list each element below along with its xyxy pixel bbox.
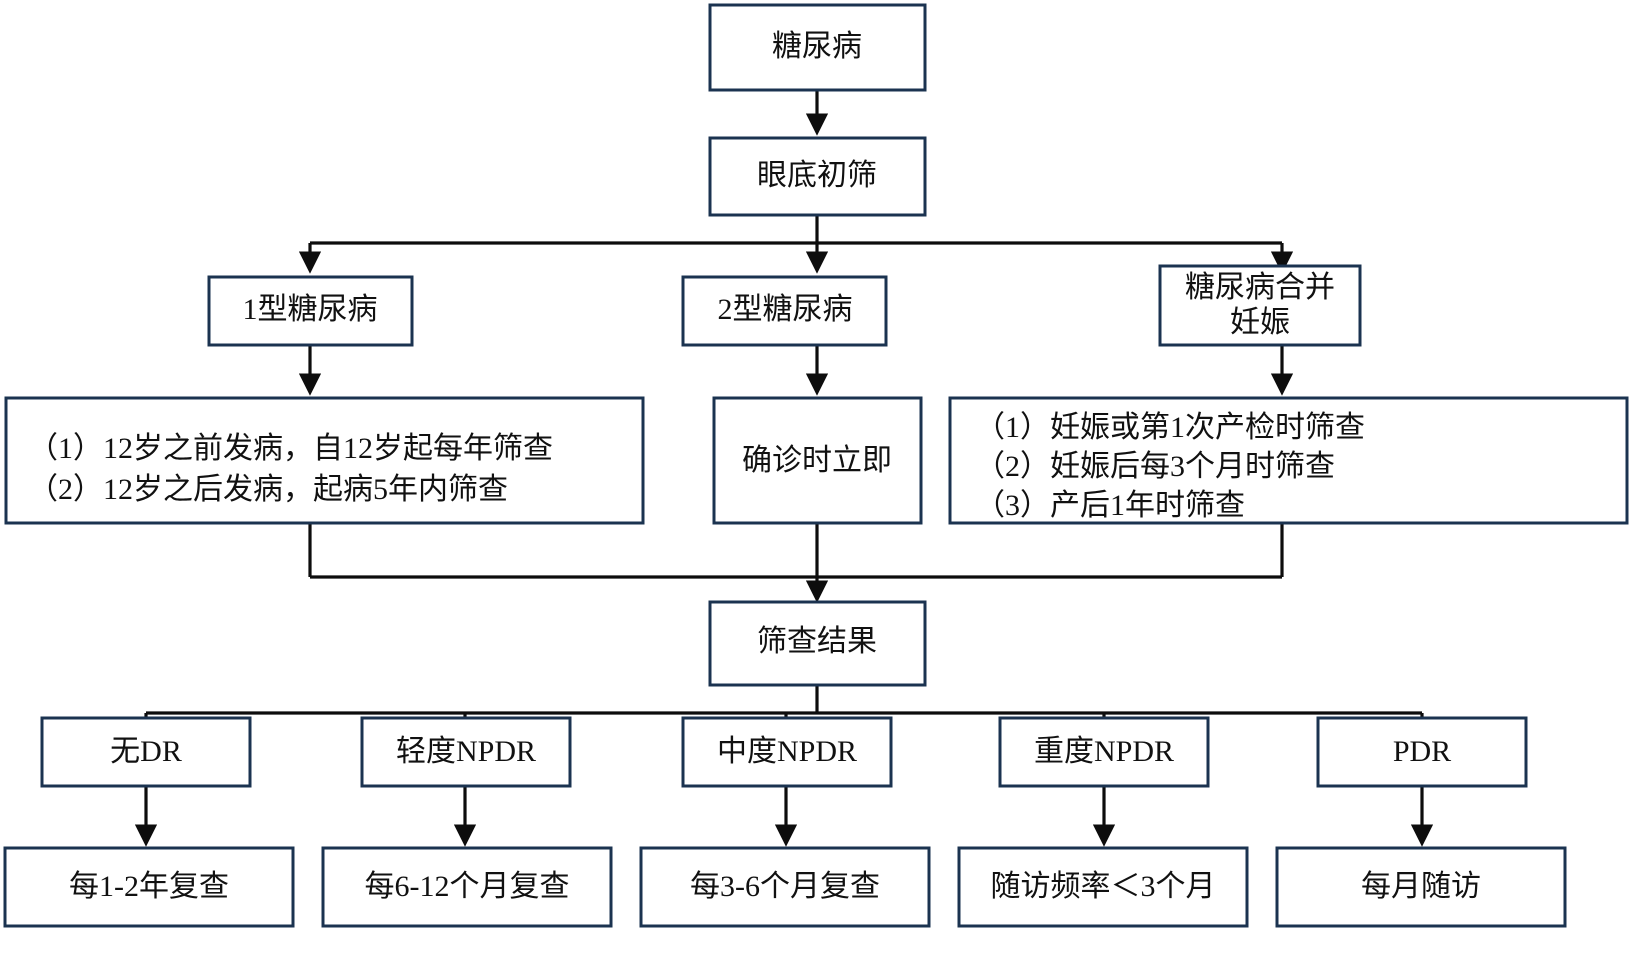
node-followup-0-label: 每1-2年复查 bbox=[69, 870, 229, 903]
node-outcome-0-label: 无DR bbox=[110, 735, 182, 768]
node-screening-label: 眼底初筛 bbox=[757, 159, 877, 192]
node-result[interactable]: 筛查结果 bbox=[708, 600, 927, 687]
connector-layer bbox=[134, 90, 1434, 847]
node-followup-3[interactable]: 随访频率＜3个月 bbox=[957, 846, 1249, 928]
node-gestational[interactable]: 糖尿病合并 妊娠 bbox=[1158, 264, 1362, 347]
node-followup-1[interactable]: 每6-12个月复查 bbox=[321, 846, 613, 928]
node-type1-detail-line2: （2）12岁之后发病，起病5年内筛查 bbox=[28, 473, 508, 506]
node-type2-detail-label: 确诊时立即 bbox=[742, 444, 892, 477]
node-gestational-detail-line3: （3）产后1年时筛查 bbox=[975, 489, 1245, 522]
node-gestational-detail-line2: （2）妊娠后每3个月时筛查 bbox=[975, 450, 1335, 483]
node-gestational-detail[interactable]: （1）妊娠或第1次产检时筛查 （2）妊娠后每3个月时筛查 （3）产后1年时筛查 bbox=[948, 396, 1629, 525]
node-outcome-2-label: 中度NPDR bbox=[717, 735, 857, 768]
node-followup-0[interactable]: 每1-2年复查 bbox=[3, 846, 295, 928]
node-outcome-0[interactable]: 无DR bbox=[40, 716, 252, 788]
node-outcome-3-label: 重度NPDR bbox=[1034, 735, 1174, 768]
node-screening[interactable]: 眼底初筛 bbox=[708, 136, 927, 217]
node-outcome-3[interactable]: 重度NPDR bbox=[998, 716, 1210, 788]
node-type1-detail[interactable]: （1）12岁之前发病，自12岁起每年筛查 （2）12岁之后发病，起病5年内筛查 bbox=[4, 396, 645, 525]
node-root[interactable]: 糖尿病 bbox=[708, 3, 927, 92]
node-outcome-1-label: 轻度NPDR bbox=[396, 735, 536, 768]
node-type2-label: 2型糖尿病 bbox=[718, 293, 853, 326]
node-followup-4[interactable]: 每月随访 bbox=[1275, 846, 1567, 928]
node-gestational-label-line1: 糖尿病合并 bbox=[1185, 271, 1335, 304]
node-followup-1-label: 每6-12个月复查 bbox=[365, 870, 570, 903]
node-type2-detail[interactable]: 确诊时立即 bbox=[712, 396, 923, 525]
node-type1-label: 1型糖尿病 bbox=[243, 293, 378, 326]
node-followup-3-label: 随访频率＜3个月 bbox=[991, 870, 1216, 903]
node-followup-4-label: 每月随访 bbox=[1361, 870, 1481, 903]
node-type2[interactable]: 2型糖尿病 bbox=[681, 275, 888, 347]
node-outcome-4-label: PDR bbox=[1393, 735, 1451, 768]
node-followup-2-label: 每3-6个月复查 bbox=[690, 870, 880, 903]
node-gestational-label-line2: 妊娠 bbox=[1230, 306, 1290, 339]
node-root-label: 糖尿病 bbox=[772, 30, 862, 63]
node-outcome-1[interactable]: 轻度NPDR bbox=[360, 716, 572, 788]
node-type1-detail-line1: （1）12岁之前发病，自12岁起每年筛查 bbox=[28, 432, 553, 465]
node-outcome-2[interactable]: 中度NPDR bbox=[681, 716, 893, 788]
node-type1[interactable]: 1型糖尿病 bbox=[207, 275, 414, 347]
node-followup-2[interactable]: 每3-6个月复查 bbox=[639, 846, 931, 928]
node-gestational-detail-line1: （1）妊娠或第1次产检时筛查 bbox=[975, 411, 1365, 444]
node-outcome-4[interactable]: PDR bbox=[1316, 716, 1528, 788]
node-result-label: 筛查结果 bbox=[757, 625, 877, 658]
